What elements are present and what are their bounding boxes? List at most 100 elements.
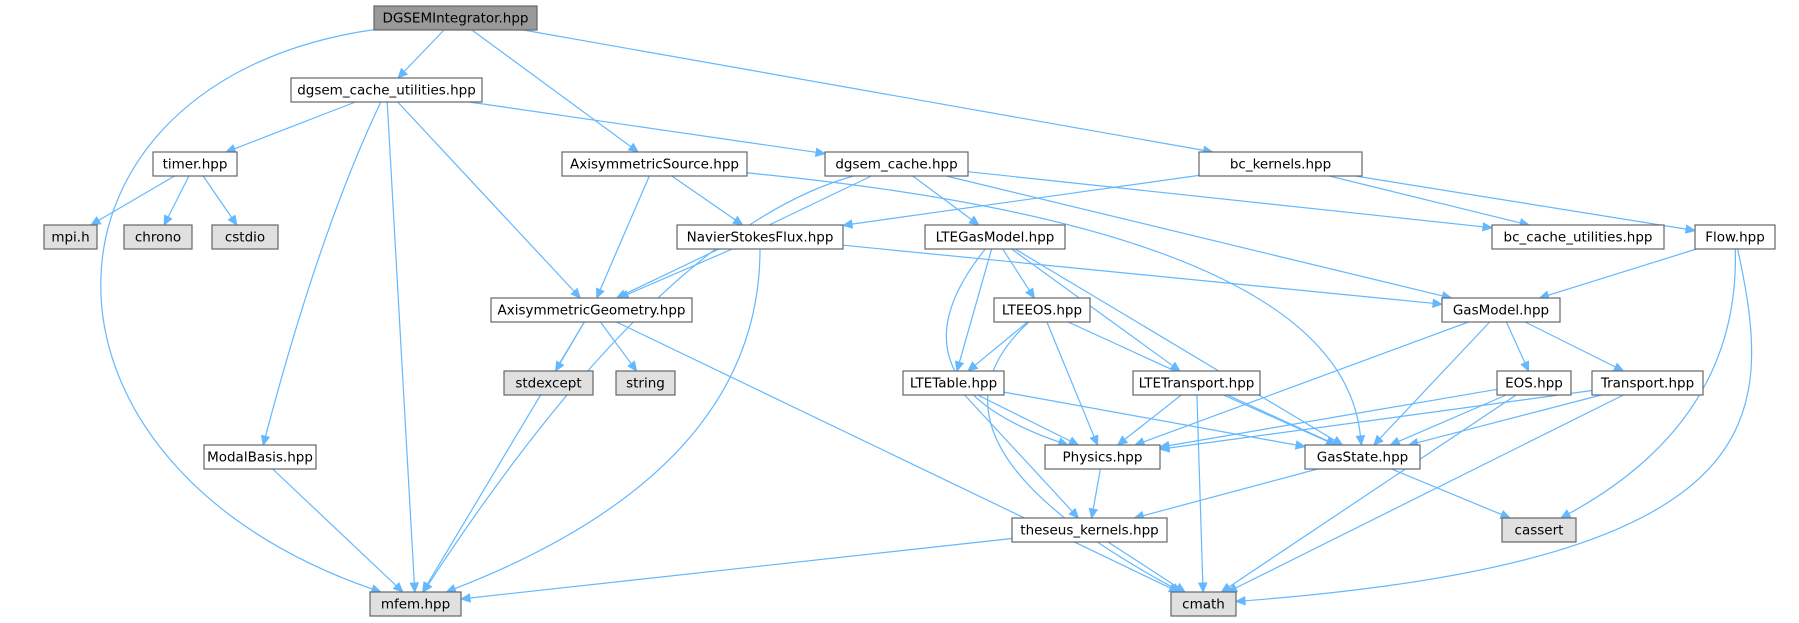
node-label: Flow.hpp <box>1705 230 1765 246</box>
edge-line <box>386 101 415 584</box>
edge-arrowhead <box>1158 443 1171 453</box>
node-label: LTETable.hpp <box>910 376 997 392</box>
edge-LTEEOS-to-LTETable <box>967 321 1028 372</box>
edge-timer-to-cstdio <box>202 175 238 227</box>
node-label: ModalBasis.hpp <box>207 450 313 466</box>
node-Flow[interactable]: Flow.hpp <box>1694 224 1776 250</box>
edge-arrowhead <box>409 582 420 594</box>
node-mpi: mpi.h <box>43 224 98 250</box>
node-box <box>561 151 748 177</box>
edge-line <box>234 101 356 150</box>
node-label: stdexcept <box>515 376 581 392</box>
edge-arrowhead <box>459 593 471 603</box>
node-box <box>43 224 98 250</box>
edge-line <box>1014 248 1336 441</box>
node-label: LTETransport.hpp <box>1139 376 1255 392</box>
node-box <box>924 224 1066 250</box>
edge-arrowhead <box>163 214 173 227</box>
node-GasModel[interactable]: GasModel.hpp <box>1441 297 1561 323</box>
edge-arrowhead <box>1169 361 1181 372</box>
node-GasState[interactable]: GasState.hpp <box>1304 444 1421 470</box>
node-LTEGasModel[interactable]: LTEGasModel.hpp <box>924 224 1066 250</box>
node-box <box>824 151 969 177</box>
node-AxisymmetricSource[interactable]: AxisymmetricSource.hpp <box>561 151 748 177</box>
edge-line <box>403 29 445 72</box>
node-ModalBasis[interactable]: ModalBasis.hpp <box>203 444 317 470</box>
node-theseus_kernels[interactable]: theseus_kernels.hpp <box>1011 517 1168 543</box>
edge-arrowhead <box>814 147 827 157</box>
node-dgsem_cache_utilities[interactable]: dgsem_cache_utilities.hpp <box>290 77 483 103</box>
edge-LTEGasModel-to-LTETable <box>954 248 993 373</box>
node-box <box>1304 444 1421 470</box>
edge-arrowhead <box>1482 222 1494 232</box>
node-label: AxisymmetricGeometry.hpp <box>498 303 686 319</box>
node-box <box>1501 517 1577 543</box>
edge-line <box>469 537 1013 599</box>
edges-layer <box>89 29 1753 606</box>
edge-arrowhead <box>1088 507 1099 520</box>
nodes-layer: DGSEMIntegrator.hpp dgsem_cache_utilities… <box>43 5 1776 617</box>
node-box <box>993 297 1091 323</box>
node-mfem: mfem.hpp <box>369 591 462 617</box>
node-LTETransport[interactable]: LTETransport.hpp <box>1132 370 1261 396</box>
edge-line <box>616 321 1171 589</box>
edge-line <box>977 394 1071 442</box>
edge-arrowhead <box>1355 435 1366 447</box>
edge-line <box>1417 394 1602 444</box>
node-box <box>1198 151 1363 177</box>
edge-line <box>1011 248 1174 367</box>
edge-LTEGasModel-to-LTEEOS <box>1002 248 1035 300</box>
edge-line <box>1355 175 1687 230</box>
edge-line <box>1107 541 1178 588</box>
node-Physics[interactable]: Physics.hpp <box>1044 444 1161 470</box>
edge-arrowhead <box>1025 287 1035 300</box>
edge-line <box>1168 389 1593 449</box>
edge-line <box>1398 394 1507 442</box>
node-bc_cache_utilities[interactable]: bc_cache_utilities.hpp <box>1491 224 1665 250</box>
edge-AxisymmetricSource-to-AxisymmetricGeometry <box>596 175 650 300</box>
node-label: LTEEOS.hpp <box>1002 303 1082 319</box>
edge-line <box>1124 394 1182 440</box>
edge-line <box>1046 321 1095 437</box>
node-AxisymmetricGeometry[interactable]: AxisymmetricGeometry.hpp <box>490 297 693 323</box>
edge-arrowhead <box>392 581 404 593</box>
edge-GasModel-to-EOS <box>1505 321 1530 373</box>
node-DGSEMIntegrator[interactable]: DGSEMIntegrator.hpp <box>373 5 538 31</box>
edge-LTETransport-to-cmath <box>1196 394 1208 594</box>
node-Transport[interactable]: Transport.hpp <box>1591 370 1704 396</box>
node-box <box>1491 224 1665 250</box>
node-box <box>203 444 317 470</box>
node-bc_kernels[interactable]: bc_kernels.hpp <box>1198 151 1363 177</box>
edge-line <box>946 175 1443 297</box>
edge-arrowhead <box>1116 435 1129 446</box>
edge-timer-to-chrono <box>163 175 190 227</box>
edge-LTETable-to-GasState <box>1003 391 1307 450</box>
edge-AxisymmetricGeometry-to-string <box>599 321 638 372</box>
edge-AxisymmetricSource-to-NavierStokesFlux <box>671 175 744 226</box>
edge-dgsem_cache_utilities-to-timer <box>224 101 356 154</box>
edge-line <box>1547 248 1697 296</box>
node-box <box>1694 224 1776 250</box>
edge-Physics-to-theseus_kernels <box>1088 468 1101 520</box>
node-box <box>1170 591 1237 617</box>
node-label: EOS.hpp <box>1505 376 1563 392</box>
node-timer[interactable]: timer.hpp <box>152 151 238 177</box>
edge-arrowhead <box>1559 509 1572 519</box>
edge-line <box>202 175 233 218</box>
edge-arrowhead <box>968 215 980 226</box>
edge-arrowhead <box>227 214 238 227</box>
edge-dgsem_cache-to-bc_cache_utilities <box>967 171 1494 232</box>
node-box <box>902 370 1005 396</box>
edge-Transport-to-cmath <box>1226 394 1624 593</box>
node-LTETable[interactable]: LTETable.hpp <box>902 370 1005 396</box>
edge-line <box>523 29 1204 151</box>
node-label: cassert <box>1515 523 1564 539</box>
edge-line <box>1244 248 1753 602</box>
node-LTEEOS[interactable]: LTEEOS.hpp <box>993 297 1091 323</box>
node-NavierStokesFlux[interactable]: NavierStokesFlux.hpp <box>676 224 844 250</box>
node-EOS[interactable]: EOS.hpp <box>1496 370 1572 396</box>
node-dgsem_cache[interactable]: dgsem_cache.hpp <box>824 151 969 177</box>
edge-timer-to-mpi <box>89 175 175 226</box>
edge-line <box>167 175 190 218</box>
